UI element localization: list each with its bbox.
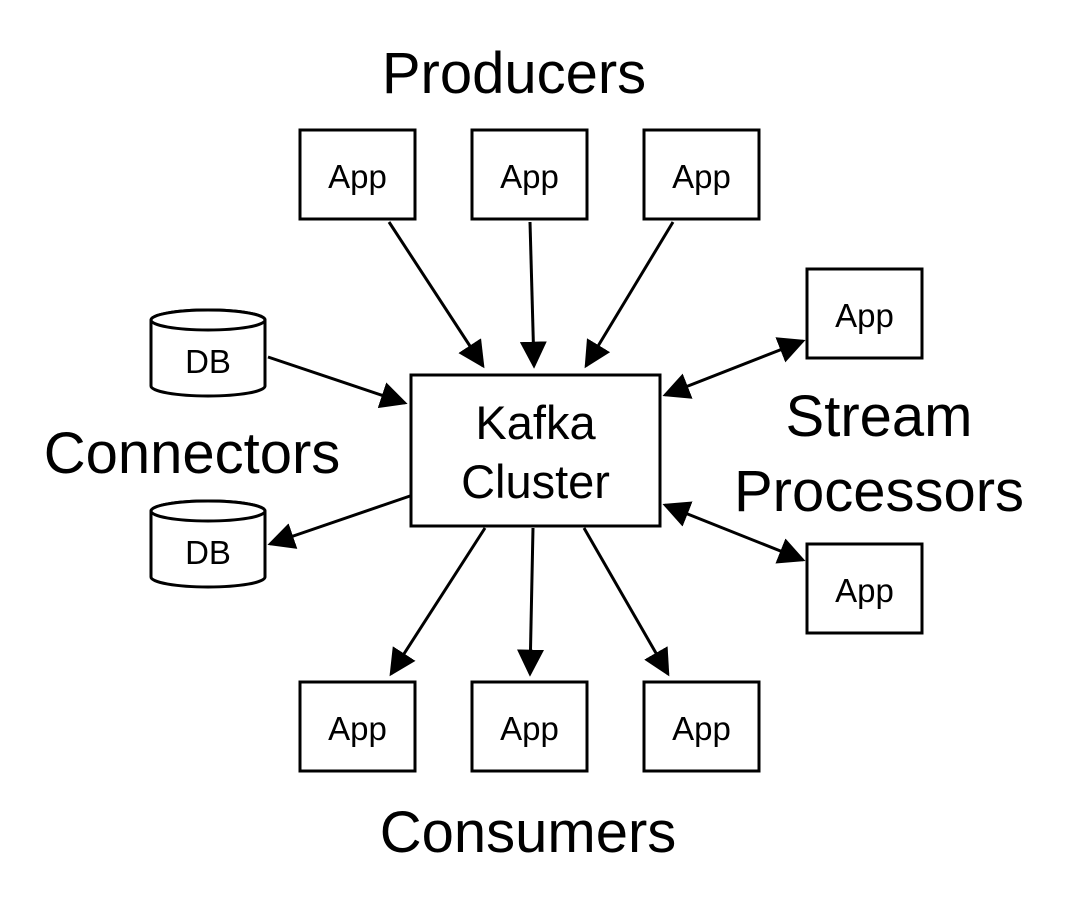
database-1-label: DB	[185, 343, 231, 380]
producer-app-1: App	[298, 128, 417, 221]
producers-label: Producers	[382, 41, 646, 106]
edge-cluster-to-db-2	[267, 494, 411, 549]
stream-app-2-label: App	[835, 572, 894, 609]
consumer-app-2-label: App	[500, 710, 559, 747]
producer-app-3-label: App	[672, 158, 731, 195]
edge-db-1-to-cluster	[267, 355, 408, 409]
consumer-app-3: App	[642, 680, 761, 773]
consumer-app-3-label: App	[672, 710, 731, 747]
producer-app-1-label: App	[328, 158, 387, 195]
stream-app-1-label: App	[835, 297, 894, 334]
consumer-app-1-label: App	[328, 710, 387, 747]
producer-app-2: App	[470, 128, 589, 221]
edge-cluster-stream-app-1	[662, 337, 806, 399]
kafka-cluster: Kafka Cluster	[409, 373, 662, 528]
edge-producer-2-to-cluster	[519, 221, 547, 369]
consumer-app-1: App	[298, 680, 417, 773]
consumer-app-2: App	[470, 680, 589, 773]
database-2: DB	[149, 499, 267, 589]
edge-producer-1-to-cluster	[387, 221, 485, 369]
database-2-label: DB	[185, 534, 231, 571]
edge-cluster-to-consumer-1	[389, 527, 487, 677]
connectors-label: Connectors	[44, 421, 341, 486]
database-1: DB	[149, 308, 267, 398]
edge-cluster-to-consumer-3	[582, 527, 670, 677]
edge-cluster-stream-app-2	[662, 501, 806, 564]
edges	[267, 221, 806, 677]
stream-processors-label-line1: Stream	[786, 384, 973, 449]
edge-cluster-to-consumer-2	[517, 527, 544, 677]
stream-app-2: App	[805, 542, 924, 635]
producer-app-3: App	[642, 128, 761, 221]
stream-app-1: App	[805, 267, 924, 360]
stream-processors-label-line2: Processors	[734, 459, 1024, 524]
kafka-cluster-label-line2: Cluster	[461, 455, 610, 508]
consumers-label: Consumers	[380, 800, 677, 865]
producer-app-2-label: App	[500, 158, 559, 195]
edge-producer-3-to-cluster	[584, 221, 675, 369]
kafka-cluster-label-line1: Kafka	[475, 396, 596, 449]
